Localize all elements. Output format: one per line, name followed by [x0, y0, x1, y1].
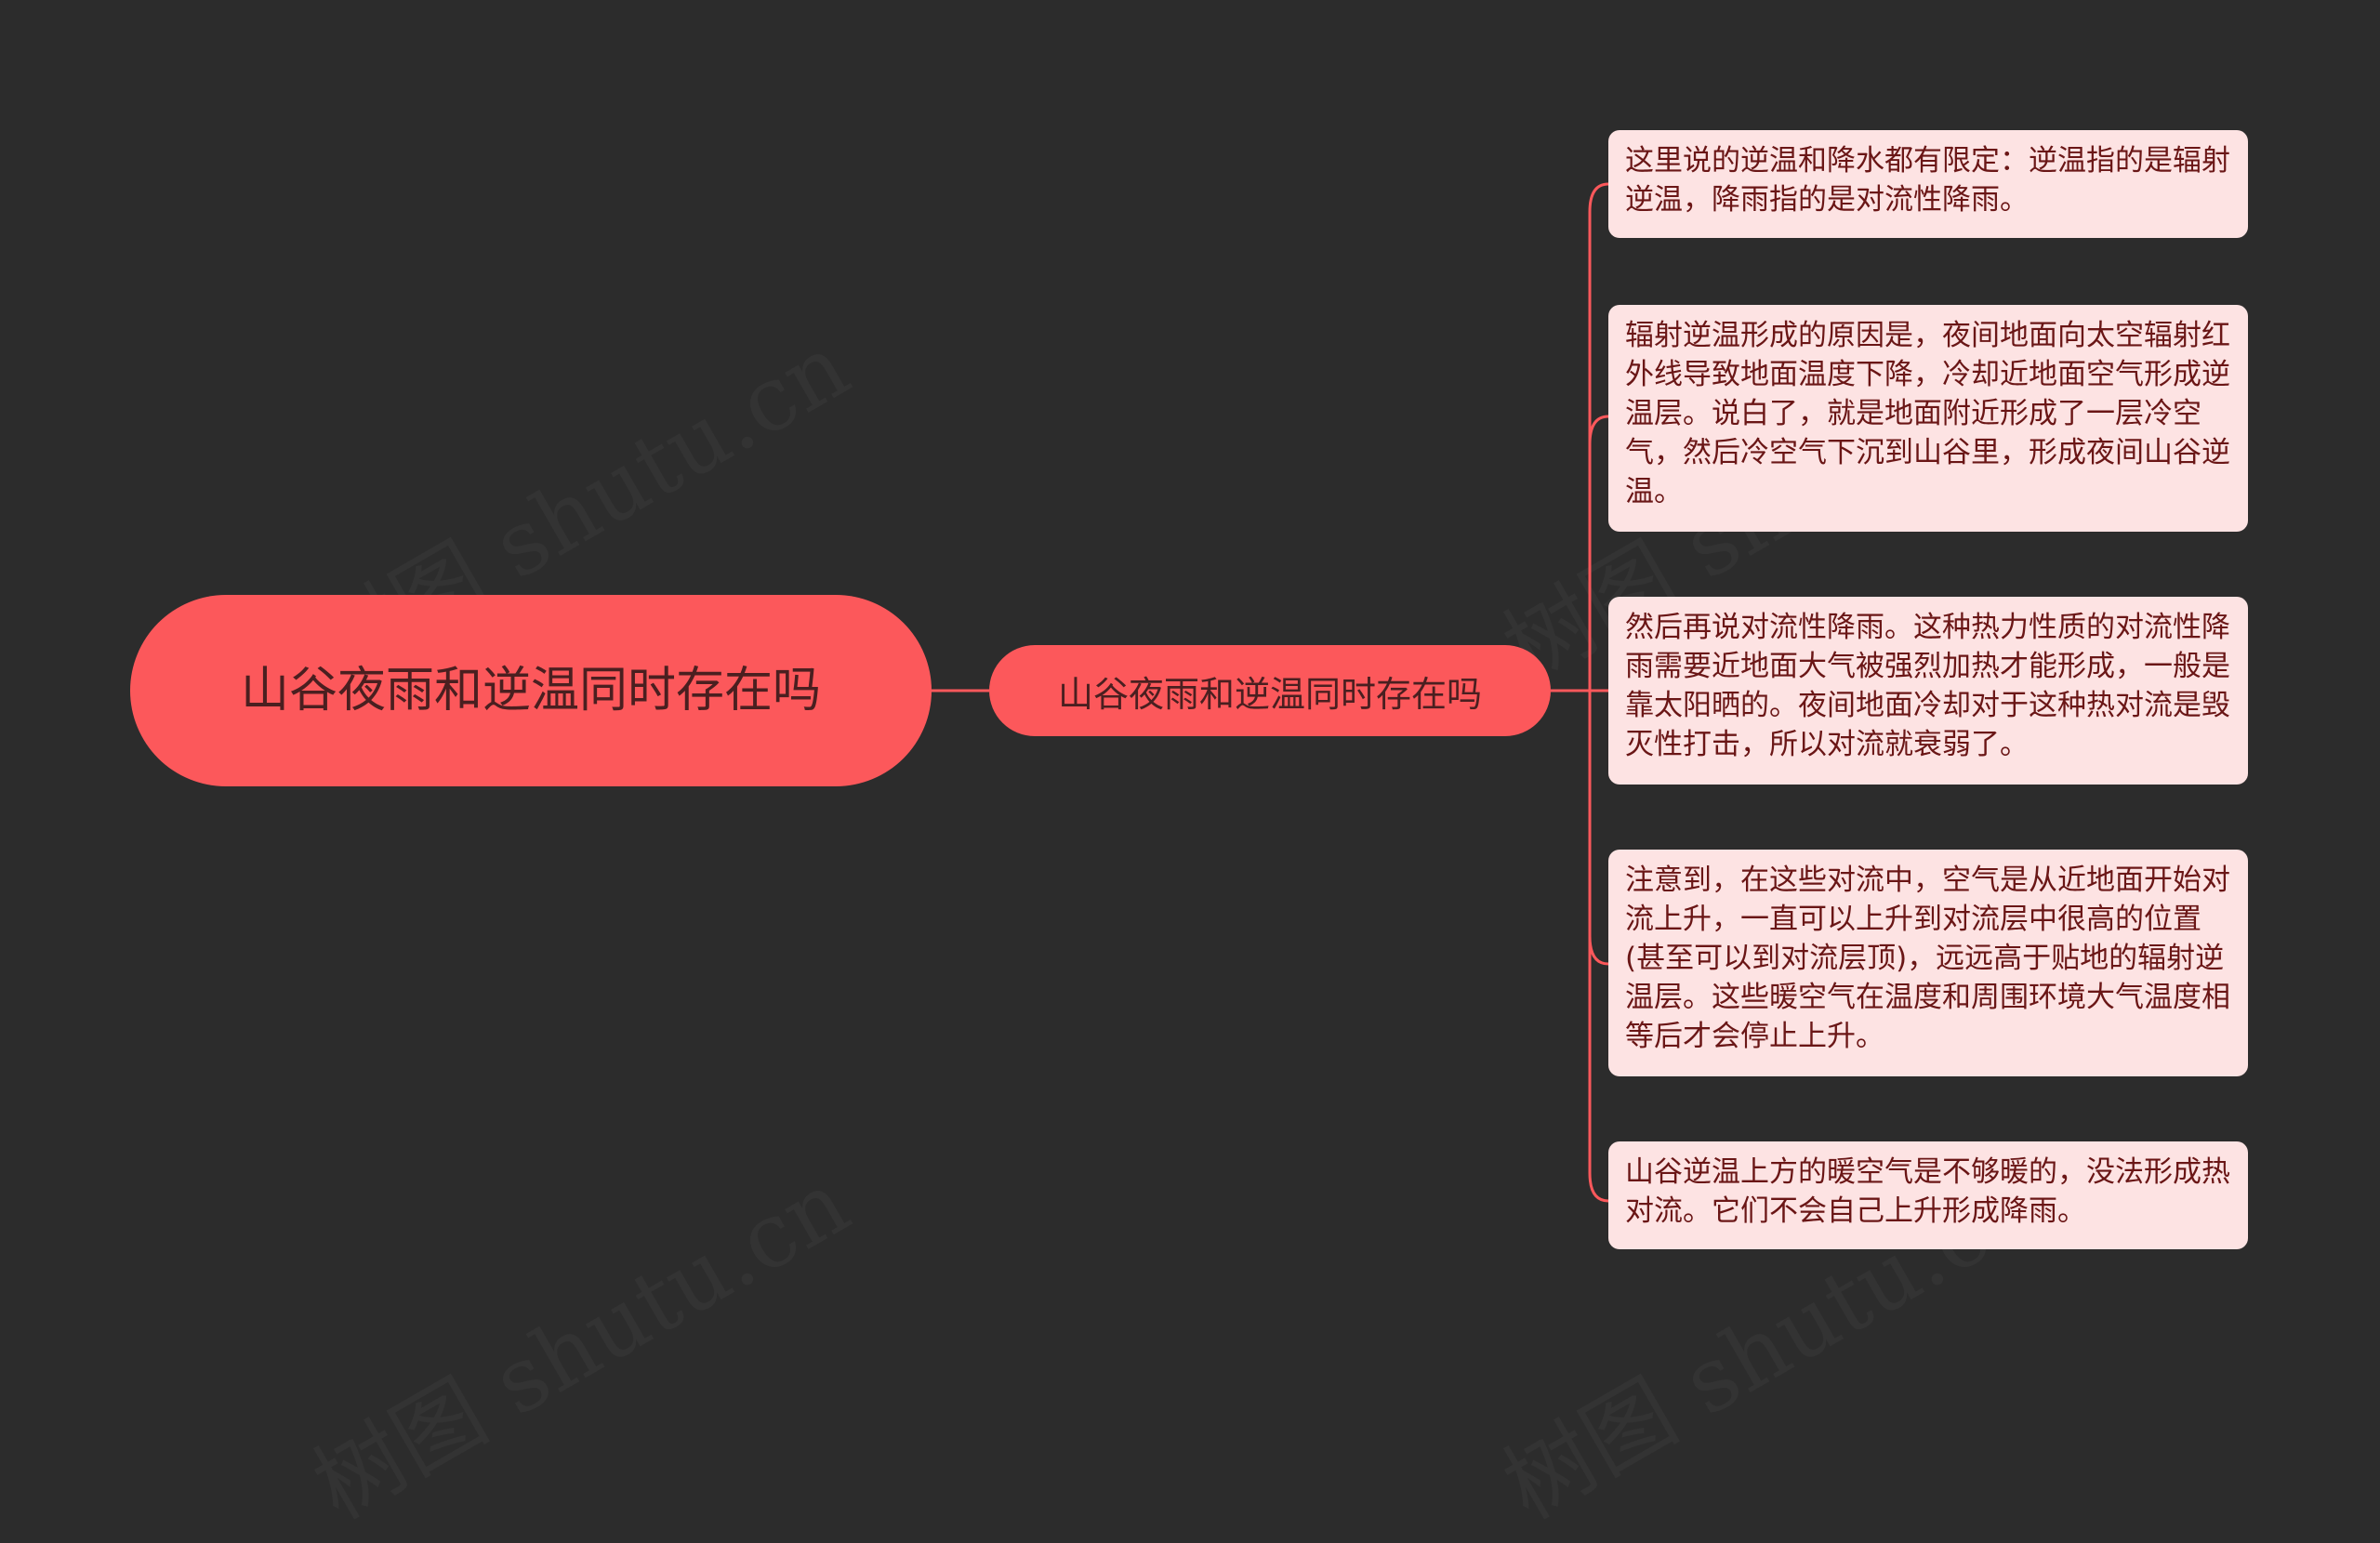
leaf-node[interactable]: 这里说的逆温和降水都有限定：逆温指的是辐射逆温，降雨指的是对流性降雨。 [1608, 130, 2248, 238]
leaf-text: 然后再说对流性降雨。这种热力性质的对流性降雨需要近地面大气被强烈加热才能形成，一… [1625, 611, 2230, 761]
leaf-text: 辐射逆温形成的原因是，夜间地面向太空辐射红外线导致地面温度下降，冷却近地面空气形… [1625, 319, 2230, 508]
main-branch-node[interactable]: 山谷夜雨和逆温同时存在吗 [989, 645, 1551, 736]
mindmap-canvas: 树图 shutu.cn 树图 shutu.cn 树图 shutu.cn 树图 s… [130, 130, 2248, 1249]
leaf-text: 注意到，在这些对流中，空气是从近地面开始对流上升，一直可以上升到对流层中很高的位… [1625, 864, 2230, 1053]
leaf-connector-2 [1588, 415, 1609, 691]
leaf-node[interactable]: 辐射逆温形成的原因是，夜间地面向太空辐射红外线导致地面温度下降，冷却近地面空气形… [1608, 305, 2248, 532]
root-topic-node[interactable]: 山谷夜雨和逆温同时存在吗 [130, 595, 932, 786]
leaf-node[interactable]: 山谷逆温上方的暖空气是不够暖的，没法形成热对流。它们不会自己上升形成降雨。 [1608, 1141, 2248, 1249]
leaf-connector-1 [1588, 182, 1609, 691]
connector-lines [932, 182, 1609, 1203]
leaf-text: 山谷逆温上方的暖空气是不够暖的，没法形成热对流。它们不会自己上升形成降雨。 [1625, 1155, 2230, 1228]
leaf-node[interactable]: 注意到，在这些对流中，空气是从近地面开始对流上升，一直可以上升到对流层中很高的位… [1608, 850, 2248, 1076]
root-topic-label: 山谷夜雨和逆温同时存在吗 [240, 663, 821, 719]
main-branch-label: 山谷夜雨和逆温同时存在吗 [1057, 673, 1482, 715]
leaf-connector-5 [1588, 691, 1609, 1203]
leaf-connector-4 [1588, 691, 1609, 966]
leaf-text: 这里说的逆温和降水都有限定：逆温指的是辐射逆温，降雨指的是对流性降雨。 [1625, 144, 2230, 217]
leaf-node[interactable]: 然后再说对流性降雨。这种热力性质的对流性降雨需要近地面大气被强烈加热才能形成，一… [1608, 597, 2248, 785]
